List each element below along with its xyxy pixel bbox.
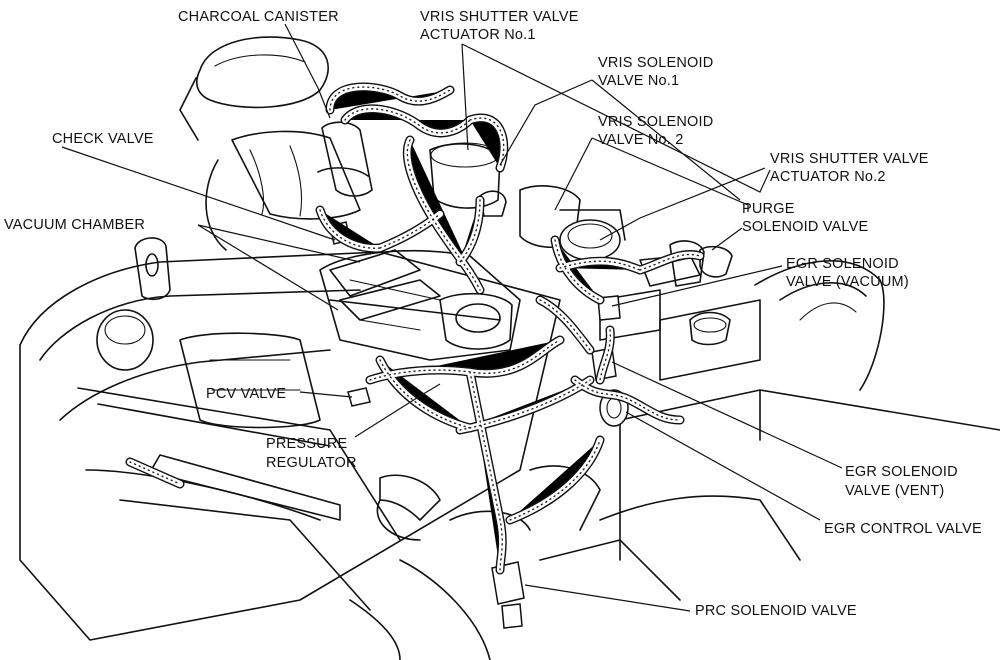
label-vris-shutter-actuator-2-line1: VRIS SHUTTER VALVE: [770, 151, 929, 167]
label-egr-solenoid-vent-line2: VALVE (VENT): [845, 483, 944, 499]
leader-vris-solenoid-2: [554, 137, 593, 211]
leader-vris-actuator-1: [461, 43, 469, 151]
label-egr-solenoid-vacuum-line2: VALVE (VACUUM): [786, 274, 909, 290]
label-vris-shutter-actuator-1-line1: VRIS SHUTTER VALVE: [420, 9, 579, 25]
label-vris-solenoid-1-line2: VALVE No.1: [598, 73, 679, 89]
label-vris-solenoid-1-line1: VRIS SOLENOID: [598, 55, 713, 71]
leader-vris-solenoid-1-long: [591, 79, 741, 201]
label-pcv-valve: PCV VALVE: [206, 386, 286, 402]
label-pressure-regulator-line1: PRESSURE: [266, 436, 347, 452]
leader-purge-solenoid: [711, 227, 743, 251]
label-vris-shutter-actuator-2-line2: ACTUATOR No.2: [770, 169, 886, 185]
label-purge-solenoid-line2: SOLENOID VALVE: [742, 219, 868, 235]
leader-check-valve: [61, 146, 336, 241]
leader-vris-solenoid-2-long: [591, 137, 749, 212]
label-vris-shutter-actuator-1-line2: ACTUATOR No.1: [420, 27, 536, 43]
callout-labels: CHARCOAL CANISTER VRIS SHUTTER VALVE ACT…: [4, 9, 982, 619]
leader-lines: [61, 23, 843, 612]
leader-egr-control-valve: [625, 411, 821, 521]
leader-charcoal-canister: [284, 23, 331, 119]
label-egr-solenoid-vent-line1: EGR SOLENOID: [845, 464, 958, 480]
label-vris-solenoid-2-line1: VRIS SOLENOID: [598, 114, 713, 130]
leader-vris-actuator-2: [599, 167, 766, 241]
leader-prc-solenoid: [524, 584, 691, 612]
label-egr-solenoid-vacuum-line1: EGR SOLENOID: [786, 256, 899, 272]
leader-egr-solenoid-vacuum: [611, 265, 783, 307]
engine-illustration: [19, 36, 1000, 660]
leader-vris-solenoid-1: [499, 79, 593, 166]
label-vacuum-chamber: VACUUM CHAMBER: [4, 217, 145, 233]
leader-egr-solenoid-vent: [611, 361, 843, 469]
label-egr-control-valve: EGR CONTROL VALVE: [824, 521, 982, 537]
label-pressure-regulator-line2: REGULATOR: [266, 455, 357, 471]
vacuum-hoses: [320, 87, 700, 570]
label-vris-solenoid-2-line2: VALVE No. 2: [598, 132, 683, 148]
leader-vacuum-chamber-a: [197, 224, 361, 263]
leader-pcv-valve: [299, 391, 353, 398]
label-purge-solenoid-line1: PURGE: [742, 201, 795, 217]
leader-vacuum-chamber-b: [197, 224, 339, 311]
leader-pressure-regulator: [354, 383, 441, 438]
label-prc-solenoid-valve: PRC SOLENOID VALVE: [695, 603, 857, 619]
label-check-valve: CHECK VALVE: [52, 131, 154, 147]
label-charcoal-canister: CHARCOAL CANISTER: [178, 9, 339, 25]
